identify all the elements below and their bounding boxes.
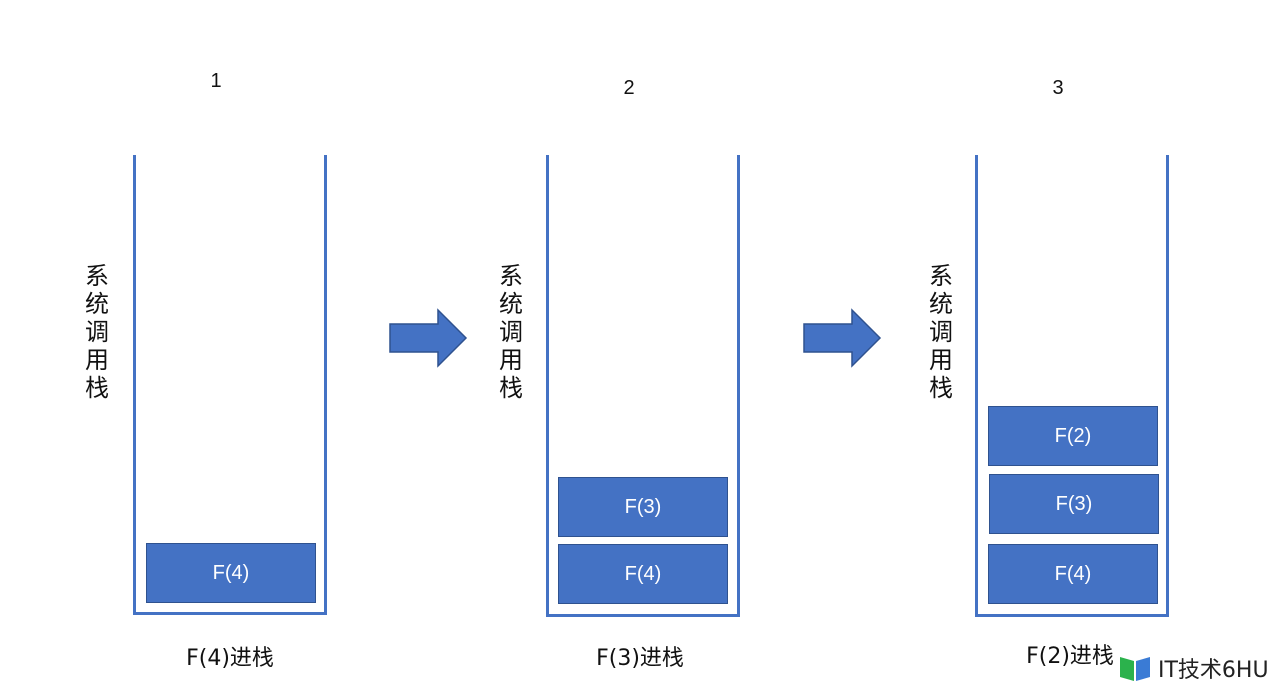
stack-frame: F(3) bbox=[558, 477, 728, 537]
step-caption-2: F(3)进栈 bbox=[596, 646, 684, 671]
stack-label-char: 用 bbox=[929, 346, 953, 374]
step-number-3: 3 bbox=[1052, 77, 1064, 99]
stack-frame: F(3) bbox=[989, 474, 1159, 534]
arrow-right-icon bbox=[389, 308, 468, 368]
step-caption-1: F(4)进栈 bbox=[186, 646, 274, 671]
stack-label-char: 调 bbox=[499, 318, 523, 346]
arrow-right-icon bbox=[803, 308, 882, 368]
site-logo-icon bbox=[1120, 657, 1150, 681]
watermark-text: IT技术6HU bbox=[1158, 658, 1269, 683]
step-number-2: 2 bbox=[623, 77, 635, 99]
step-number-1: 1 bbox=[210, 70, 222, 92]
call-stack-container-3: F(2) F(3) F(4) bbox=[975, 155, 1169, 617]
stack-label-char: 统 bbox=[929, 290, 953, 318]
stack-label-char: 用 bbox=[85, 346, 109, 374]
stack-frame: F(2) bbox=[988, 406, 1158, 466]
stack-frame: F(4) bbox=[988, 544, 1158, 604]
stack-label-char: 调 bbox=[85, 318, 109, 346]
stack-label-char: 栈 bbox=[499, 374, 523, 402]
stack-label-char: 调 bbox=[929, 318, 953, 346]
stack-label-char: 统 bbox=[499, 290, 523, 318]
stack-label-2: 系 统 调 用 栈 bbox=[496, 262, 526, 402]
stack-label-char: 栈 bbox=[85, 374, 109, 402]
stack-label-char: 系 bbox=[929, 262, 953, 290]
stack-frame: F(4) bbox=[558, 544, 728, 604]
stack-label-char: 统 bbox=[85, 290, 109, 318]
stack-label-3: 系 统 调 用 栈 bbox=[926, 262, 956, 402]
stack-label-char: 系 bbox=[499, 262, 523, 290]
stack-label-char: 栈 bbox=[929, 374, 953, 402]
stack-frame: F(4) bbox=[146, 543, 316, 603]
step-caption-3: F(2)进栈 bbox=[1026, 644, 1114, 669]
call-stack-container-1: F(4) bbox=[133, 155, 327, 615]
stack-label-1: 系 统 调 用 栈 bbox=[82, 262, 112, 402]
stack-label-char: 用 bbox=[499, 346, 523, 374]
watermark: IT技术6HU bbox=[1118, 652, 1269, 684]
stack-label-char: 系 bbox=[85, 262, 109, 290]
call-stack-container-2: F(3) F(4) bbox=[546, 155, 740, 617]
